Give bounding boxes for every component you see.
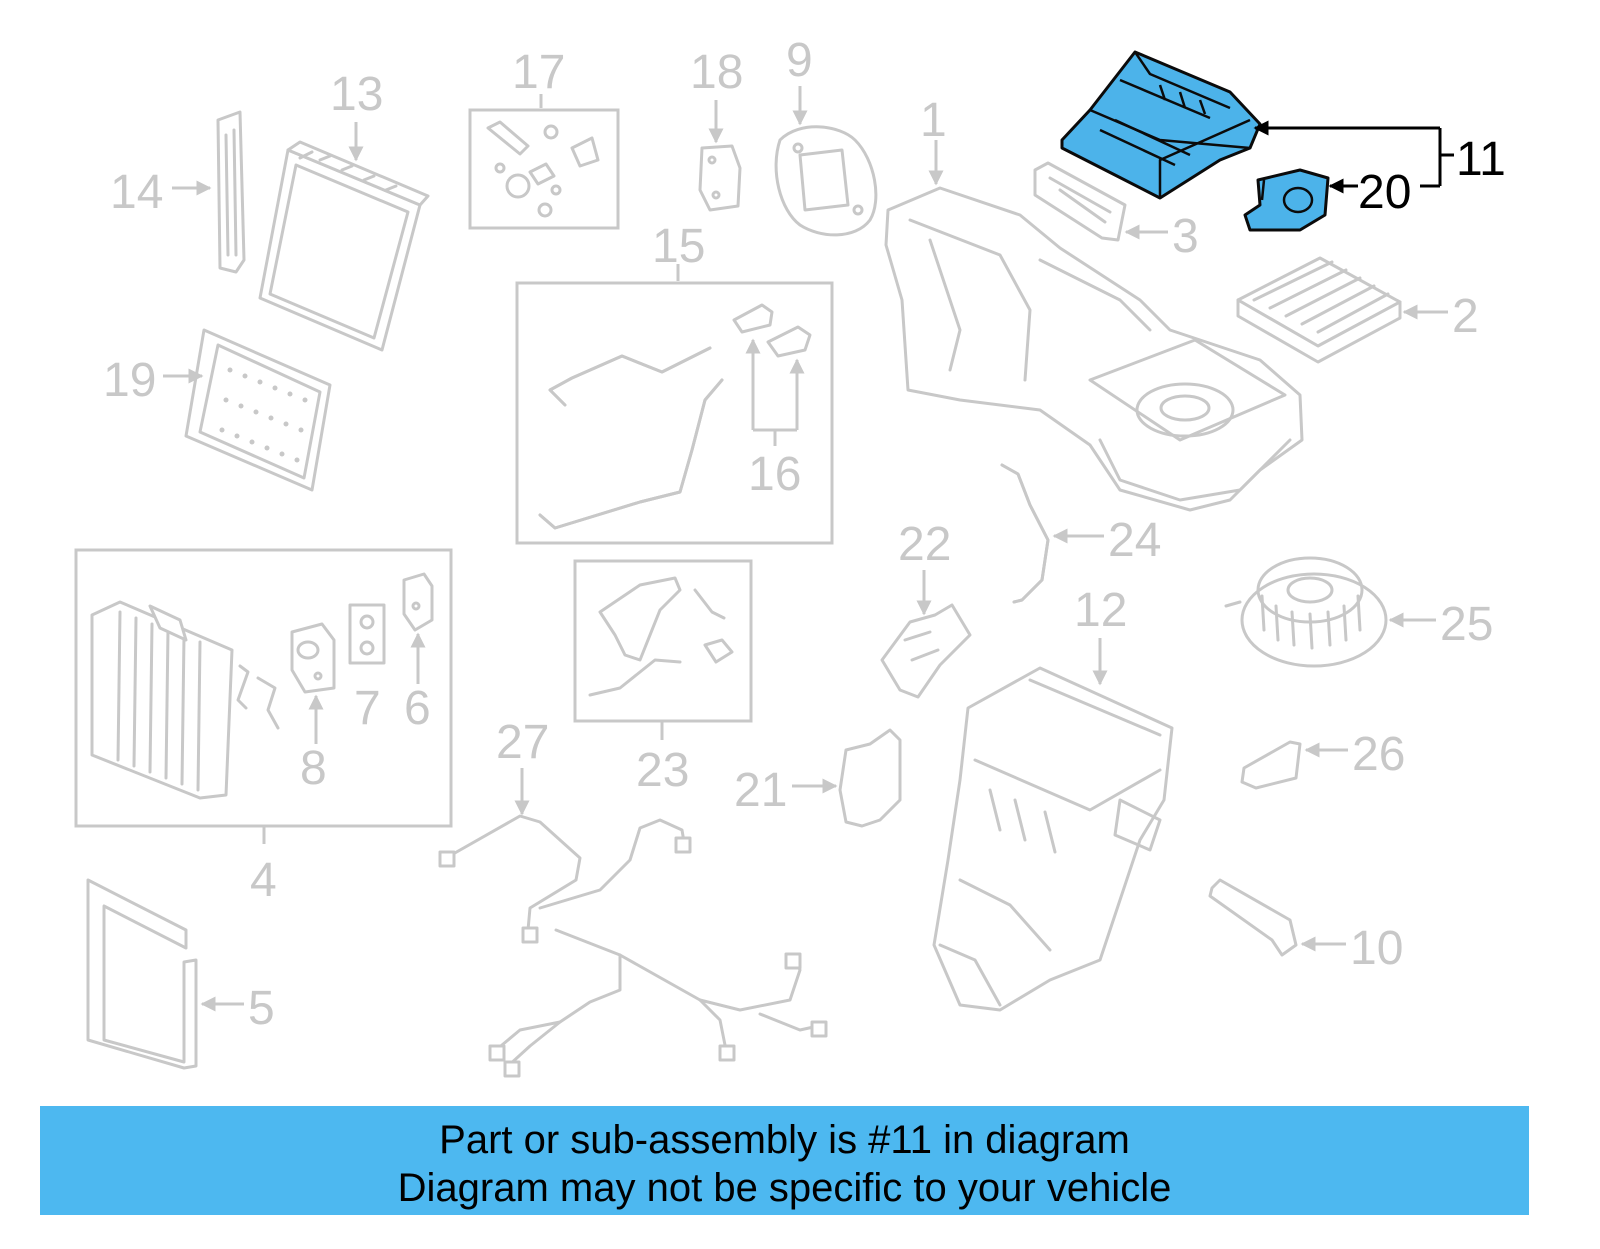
part-1-hvac-housing — [884, 186, 1304, 512]
part-3-strip — [1033, 161, 1127, 242]
label-22: 22 — [898, 518, 951, 571]
part-5-seal — [86, 878, 198, 1070]
part-10-sensor — [1208, 878, 1298, 957]
label-18: 18 — [690, 46, 743, 99]
label-10: 10 — [1350, 922, 1403, 975]
part-8-valve — [290, 622, 336, 694]
part-27-wiring-harness — [438, 814, 828, 1078]
label-19: 19 — [103, 354, 156, 407]
part-23-box — [573, 559, 753, 723]
label-9: 9 — [786, 34, 813, 87]
part-17-box — [468, 108, 620, 230]
part-2-cabin-filter — [1236, 256, 1402, 364]
label-25: 25 — [1440, 598, 1493, 651]
part-15-box — [515, 281, 834, 545]
part-9-gasket — [774, 125, 878, 237]
label-23: 23 — [636, 744, 689, 797]
label-20: 20 — [1358, 166, 1411, 219]
part-18-sensor — [698, 144, 742, 212]
part-19-core — [184, 328, 332, 492]
part-22-sensor — [880, 603, 972, 699]
part-12-lower-housing — [932, 666, 1174, 1012]
part-25-blower-motor — [1224, 556, 1388, 668]
part-16-fittings — [732, 303, 812, 358]
label-7: 7 — [354, 682, 381, 735]
label-26: 26 — [1352, 728, 1405, 781]
part-13-heater-core — [258, 140, 430, 352]
label-12: 12 — [1074, 584, 1127, 637]
part-7-gasket — [348, 603, 386, 665]
part-24-hose — [1000, 463, 1050, 604]
part-11-highlighted-assembly[interactable] — [1060, 50, 1262, 200]
label-16: 16 — [748, 448, 801, 501]
label-13: 13 — [330, 68, 383, 121]
label-2: 2 — [1452, 290, 1479, 343]
label-17: 17 — [512, 46, 565, 99]
banner-line-1: Part or sub-assembly is #11 in diagram — [439, 1118, 1130, 1162]
label-24: 24 — [1108, 514, 1161, 567]
label-3: 3 — [1172, 210, 1199, 263]
part-14-bracket — [216, 110, 246, 274]
label-11: 11 — [1456, 133, 1506, 186]
label-6: 6 — [404, 682, 431, 735]
info-banner: Part or sub-assembly is #11 in diagram D… — [40, 1106, 1529, 1215]
part-6-switch — [402, 572, 434, 632]
part-21-seal-plate — [838, 728, 902, 828]
part-23-linkage — [588, 576, 734, 697]
part-15-pipes — [538, 346, 724, 530]
part-20-highlighted-actuator[interactable] — [1243, 168, 1330, 232]
part-26-clip — [1240, 740, 1302, 790]
label-15: 15 — [652, 220, 705, 273]
label-14: 14 — [110, 166, 163, 219]
label-5: 5 — [248, 982, 275, 1035]
part-4-evaporator — [90, 600, 280, 800]
label-1: 1 — [920, 94, 947, 147]
part-17-fittings — [486, 120, 600, 218]
label-8: 8 — [300, 742, 327, 795]
label-21: 21 — [734, 764, 787, 817]
banner-line-2: Diagram may not be specific to your vehi… — [397, 1166, 1172, 1210]
label-4: 4 — [250, 854, 277, 907]
label-27: 27 — [496, 716, 549, 769]
